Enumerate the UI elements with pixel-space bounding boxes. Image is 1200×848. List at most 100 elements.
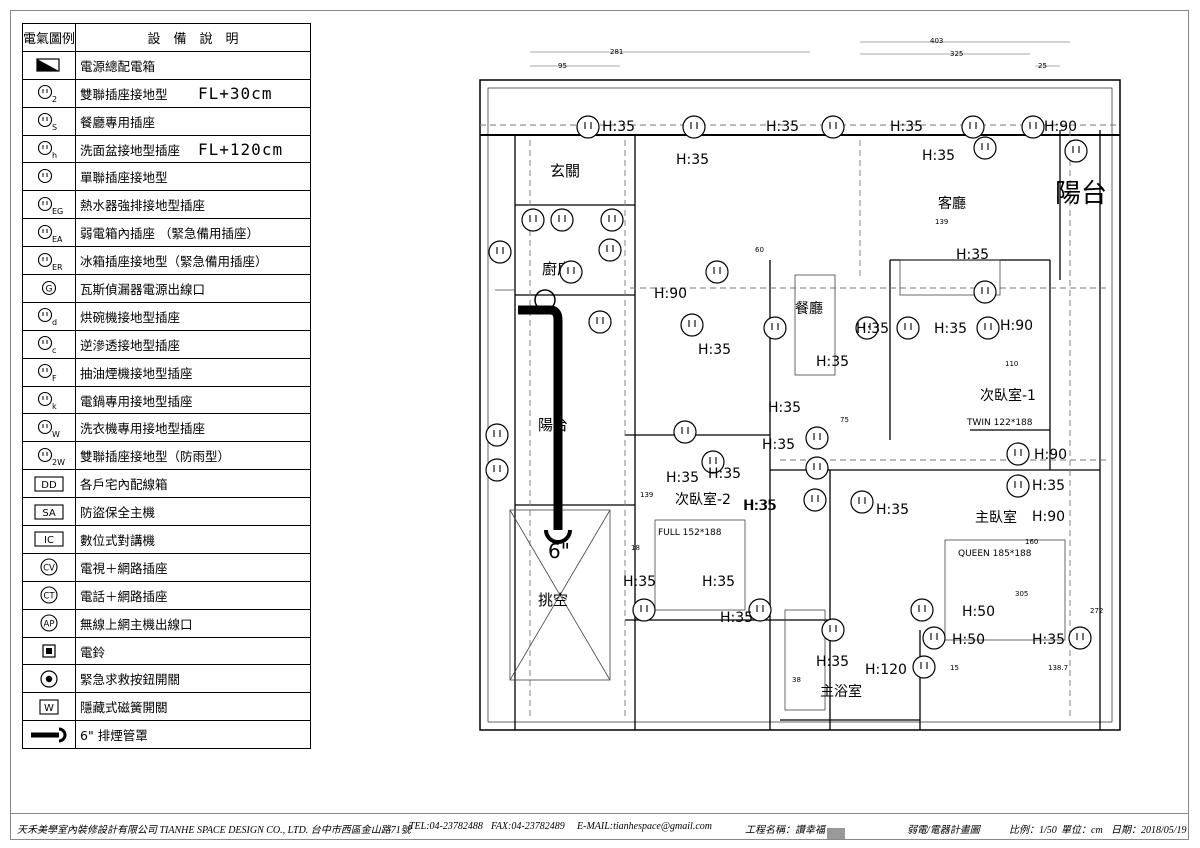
legend-row: AP 無線上網主機出線口 [21, 608, 311, 638]
legend-description-cell: 電鍋專用接地型插座 [75, 385, 311, 415]
dimension-label: 139 [640, 491, 653, 499]
legend-symbol-cell: d [21, 301, 77, 331]
outlet-icon [485, 423, 509, 447]
legend-description-cell: 烘碗機接地型插座 [75, 301, 311, 331]
outlet-c-icon: c [37, 336, 56, 355]
tv-network-icon: CV [40, 558, 58, 576]
dimension-label: 139 [935, 218, 948, 226]
outlet-icon [550, 208, 574, 232]
legend-symbol-cell: 2W [21, 441, 77, 471]
legend-description: 烘碗機接地型插座 [80, 309, 181, 325]
phone-network-icon: CT [40, 586, 58, 604]
svg-text:W: W [52, 430, 60, 439]
dimension-label: 38 [792, 676, 801, 684]
legend-symbol-cell [21, 162, 77, 192]
legend-row: k 電鍋專用接地型插座 [21, 385, 311, 415]
outlet-icon [1006, 474, 1030, 498]
outlet-height-label: H:35 [768, 400, 801, 416]
outlet-icon [1064, 139, 1088, 163]
legend-symbol-cell: IC [21, 525, 77, 554]
legend-description: 電鍋專用接地型插座 [80, 393, 193, 409]
dimension-label: 281 [610, 48, 623, 56]
legend-description-cell: 熱水器強排接地型插座 [75, 190, 311, 220]
outlet-height-label: H:35 [956, 247, 989, 263]
outlet-icon [673, 420, 697, 444]
legend-description-cell: 無線上網主機出線口 [75, 608, 311, 638]
bed-size-label: QUEEN 185*188 [958, 549, 1032, 559]
outlet-height-label: H:35 [816, 654, 849, 670]
dimension-label: 305 [1015, 590, 1028, 598]
svg-text:2: 2 [52, 95, 57, 104]
legend-description: 餐廳專用插座 [80, 114, 156, 130]
svg-text:AP: AP [44, 620, 55, 630]
outlet-icon [1006, 442, 1030, 466]
legend-row: EG 熱水器強排接地型插座 [21, 190, 311, 220]
legend-symbol-cell [21, 636, 77, 666]
legend-description: 冰箱插座接地型（緊急備用插座） [80, 254, 268, 270]
outlet-height-label: H:35 [708, 466, 741, 482]
legend-symbol-cell: CV [21, 552, 77, 582]
legend-description: 洗面盆接地型插座 [80, 142, 181, 158]
outlet-height-label: H:35 [720, 610, 753, 626]
outlet-icon [705, 260, 729, 284]
legend-row: 緊急求救按鈕開關 [21, 664, 311, 694]
drawing-sheet-border [10, 10, 1189, 814]
legend-symbol-cell: F [21, 357, 77, 387]
outlet-height-label: H:90 [1044, 119, 1077, 135]
outlet-height-label: H:35 [743, 498, 776, 514]
legend-symbol-cell: ER [21, 246, 77, 276]
legend-symbol-cell: DD [21, 469, 77, 499]
outlet-height-label: H:50 [962, 604, 995, 620]
outlet-height-label: H:35 [922, 148, 955, 164]
legend-description-cell: 瓦斯偵漏器電源出線口 [75, 274, 311, 303]
footer-unit: 單位：cm [1061, 825, 1103, 836]
outlet-height-label: H:35 [934, 321, 967, 337]
legend-description: 抽油煙機接地型插座 [80, 365, 193, 381]
outlet-icon [803, 488, 827, 512]
legend-description-cell: 冰箱插座接地型（緊急備用插座） [75, 246, 311, 276]
legend-symbol-cell: c [21, 329, 77, 359]
outlet-height-label: H:35 [890, 119, 923, 135]
legend-description: 電話＋網路插座 [80, 588, 168, 604]
svg-text:ER: ER [52, 263, 63, 272]
legend-description-cell: 緊急求救按鈕開關 [75, 664, 311, 694]
legend-symbol-cell [21, 720, 77, 750]
legend-description: 弱電箱內插座 （緊急備用插座） [80, 226, 259, 242]
footer-date: 日期：2018/05/19 [1111, 825, 1187, 836]
dd-box-icon: DD [34, 476, 64, 492]
outlet-height-label: H:120 [865, 662, 907, 678]
outlet-icon [821, 618, 845, 642]
legend-description: 數位式對講機 [80, 532, 156, 548]
legend-row: EA 弱電箱內插座 （緊急備用插座） [21, 218, 311, 248]
legend-description: 各戶宅內配線箱 [80, 477, 168, 493]
svg-text:EA: EA [52, 235, 63, 244]
bed-size-label: FULL 152*188 [658, 528, 722, 538]
svg-text:k: k [52, 402, 57, 411]
svg-text:EG: EG [52, 207, 63, 216]
dashed-conduits [480, 124, 1120, 720]
gas-detector-icon: G [41, 281, 57, 296]
legend-description-cell: 電鈴 [75, 636, 311, 666]
legend-description-cell: 各戶宅內配線箱 [75, 469, 311, 499]
doorbell-icon [42, 644, 56, 658]
svg-text:W: W [44, 703, 54, 714]
footer-drawing-name: 弱電/電器計畫圖 [907, 825, 980, 836]
legend-description-cell: 抽油煙機接地型插座 [75, 357, 311, 387]
svg-text:h: h [52, 151, 57, 160]
legend-description: 電視＋網路插座 [80, 560, 168, 576]
outlet-height-label: H:35 [766, 119, 799, 135]
outlet-icon [682, 115, 706, 139]
legend-description-cell: 電源總配電箱 [75, 50, 311, 80]
wifi-ap-icon: AP [40, 614, 58, 632]
svg-text:d: d [52, 318, 57, 327]
legend-description: 電鈴 [80, 644, 106, 660]
dimension-label: 60 [755, 246, 764, 254]
outlet-er-icon: ER [37, 252, 63, 272]
dimension-lines [530, 41, 1070, 67]
outlet-2-icon: 2 [37, 85, 57, 104]
